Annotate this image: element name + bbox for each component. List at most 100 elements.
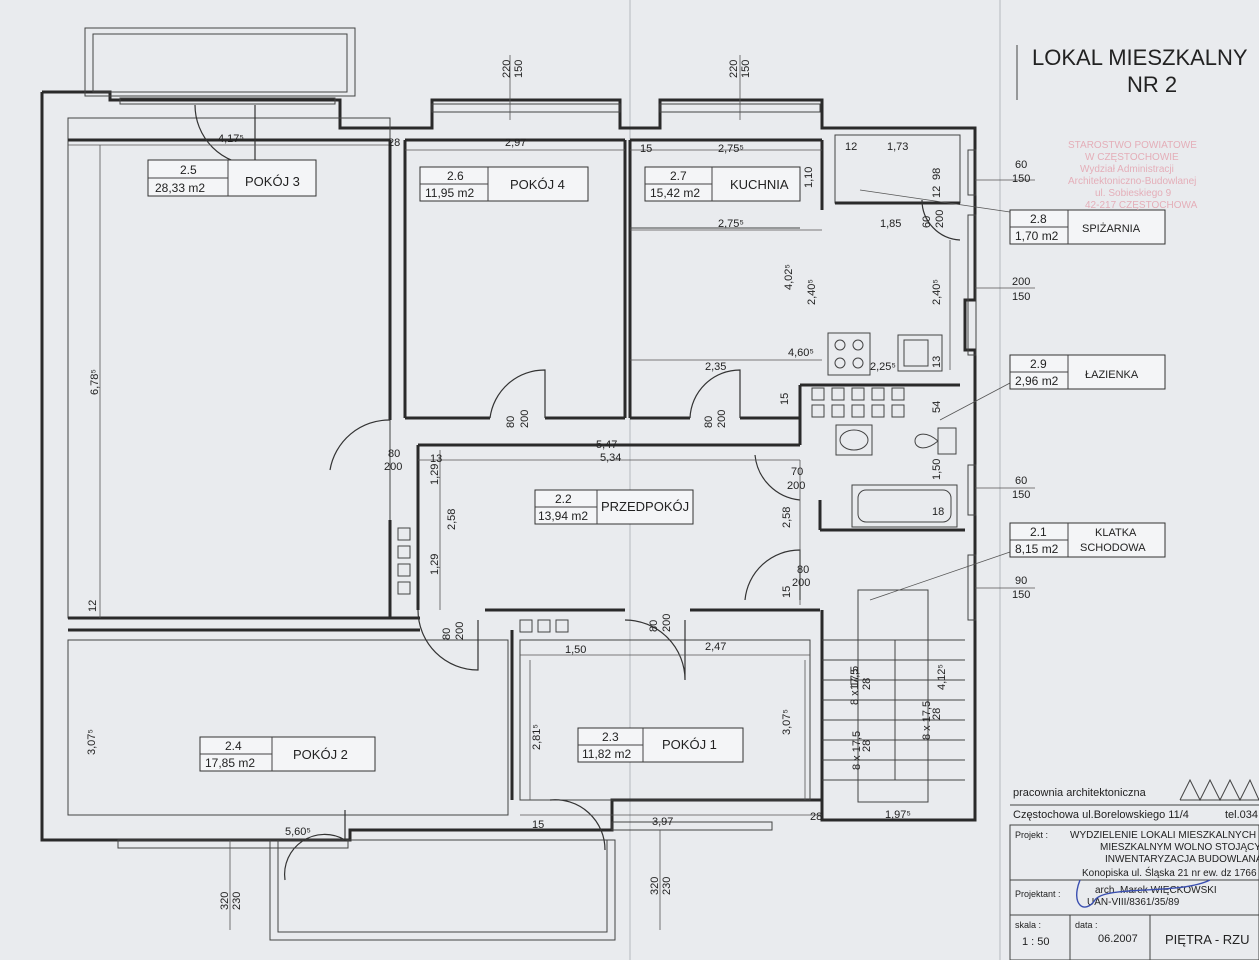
- dimension-label: 320: [219, 892, 231, 910]
- dimension-label: 17,5: [849, 669, 861, 690]
- dimension-label: 90: [1015, 575, 1027, 587]
- room-2-5-label: 2.5 28,33 m2 POKÓJ 3: [147, 159, 317, 197]
- dimension-label: 200: [787, 480, 805, 492]
- room-num: 2.2: [555, 492, 572, 506]
- dimension-label: 230: [661, 877, 673, 895]
- dimension-label: 15: [532, 819, 544, 831]
- dimension-label: 1,29: [429, 464, 441, 485]
- room-num: 2.4: [225, 739, 242, 753]
- room-num: 2.1: [1030, 525, 1047, 539]
- walls: [40, 27, 977, 941]
- dimension-label: 06.2007: [1098, 933, 1138, 945]
- dimension-label: 3,97: [652, 816, 673, 828]
- dimension-label: 60: [1015, 475, 1027, 487]
- dimension-label: 1 : 50: [1022, 936, 1050, 948]
- room-name: POKÓJ 4: [510, 177, 565, 192]
- dimension-label: 42-217 CZĘSTOCHOWA: [1085, 200, 1198, 211]
- room-area: 11,82 m2: [582, 747, 631, 761]
- dimension-label: W CZĘSTOCHOWIE: [1085, 152, 1179, 163]
- dimension-label: STAROSTWO POWIATOWE: [1068, 140, 1197, 151]
- dimension-label: 200: [1012, 276, 1030, 288]
- dimension-label: 80: [388, 448, 400, 460]
- title-line-1: LOKAL MIESZKALNY: [1032, 45, 1248, 70]
- room-name: PRZEDPOKÓJ: [601, 499, 689, 514]
- official-stamp: STAROSTWO POWIATOWE W CZĘSTOCHOWIE Wydzi…: [1068, 140, 1198, 211]
- dimension-label: Projektant :: [1015, 889, 1061, 899]
- dimension-label: ul. Sobieskiego 9: [1095, 188, 1172, 199]
- dimension-label: 12: [845, 141, 857, 153]
- dimension-label: Projekt :: [1015, 830, 1048, 840]
- room-name: POKÓJ 2: [293, 747, 348, 762]
- room-num: 2.8: [1030, 212, 1047, 226]
- room-2-2-label: 2.2 13,94 m2 PRZEDPOKÓJ: [534, 489, 694, 525]
- room-2-6-label: 2.6 11,95 m2 POKÓJ 4: [419, 166, 589, 202]
- dimension-label: 70: [791, 466, 803, 478]
- dimension-label: 2,47: [705, 641, 726, 653]
- dimension-label: 12: [931, 186, 943, 198]
- dimension-label: 54: [931, 401, 943, 413]
- dimension-label: 8 x 17,5: [851, 731, 863, 770]
- firm-tel: tel.034: [1225, 809, 1258, 821]
- dimension-label: 1,97⁵: [885, 809, 911, 821]
- dimension-label: 5,47: [596, 439, 617, 451]
- dimension-label: 230: [231, 892, 243, 910]
- dimension-label: 5,34: [600, 452, 621, 464]
- firm-logo-icon: [1179, 778, 1259, 802]
- dimension-label: 80: [703, 416, 715, 428]
- room-name: KLATKA: [1095, 527, 1137, 539]
- dimension-label: 4,02⁵: [783, 264, 795, 290]
- dimension-label: 1,85: [880, 218, 901, 230]
- dimension-label: 320: [649, 877, 661, 895]
- dimension-label: 2,75⁵: [718, 218, 744, 230]
- room-area: 11,95 m2: [425, 186, 474, 200]
- dimension-lines: [68, 55, 1035, 930]
- stove-icon: [827, 332, 871, 376]
- opening-dimensions: 220 150 220 150 60 150 200 150 60 150 90…: [219, 60, 1030, 910]
- room-2-1-label: 2.1 8,15 m2 KLATKA SCHODOWA: [1009, 522, 1166, 558]
- dimension-label: PIĘTRA - RZU: [1165, 932, 1250, 947]
- dimension-label: 1,29: [429, 554, 441, 575]
- dimension-label: 28: [388, 137, 400, 149]
- dimension-label: 80: [441, 628, 453, 640]
- room-labels: 2.5 28,33 m2 POKÓJ 3 2.6 11,95 m2 POKÓJ …: [147, 159, 1166, 772]
- dimension-label: 28: [861, 678, 873, 690]
- dimension-label: 150: [1012, 291, 1030, 303]
- dimension-label: 2,81⁵: [531, 724, 543, 750]
- dimension-label: Wydział Administracji: [1080, 164, 1174, 175]
- room-area: 17,85 m2: [205, 756, 255, 770]
- dimension-label: 2,58: [446, 509, 458, 530]
- dimension-label: 60: [1015, 159, 1027, 171]
- dimension-label: 150: [513, 60, 525, 78]
- dimension-label: 200: [519, 410, 531, 428]
- dimension-label: 200: [934, 210, 946, 228]
- dimension-label: 200: [454, 622, 466, 640]
- dimension-label: 12: [87, 600, 99, 612]
- room-num: 2.3: [602, 730, 619, 744]
- dimension-texts: 4,17⁵ 28 2,97 15 2,75⁵ 12 1,73 1,10 98 1…: [86, 133, 948, 838]
- room-num: 2.6: [447, 169, 464, 183]
- room-2-7-label: 2.7 15,42 m2 KUCHNIA: [644, 166, 801, 202]
- dimension-label: WYDZIELENIE LOKALI MIESZKALNYCH W B: [1070, 830, 1259, 841]
- room-name: ŁAZIENKA: [1085, 369, 1139, 381]
- dimension-label: 13: [931, 356, 943, 368]
- dimension-label: skala :: [1015, 920, 1041, 930]
- dimension-label: 15: [779, 393, 791, 405]
- dimension-label: 2,40⁵: [931, 279, 943, 305]
- signature: [1076, 879, 1211, 908]
- stair-treads: [822, 639, 965, 781]
- dimension-label: data :: [1075, 920, 1098, 930]
- dimension-label: 2,97: [505, 137, 526, 149]
- room-num: 2.7: [670, 169, 687, 183]
- room-2-4-label: 2.4 17,85 m2 POKÓJ 2: [199, 736, 376, 772]
- dimension-label: 1,50: [565, 644, 586, 656]
- dimension-label: 5,60⁵: [285, 826, 311, 838]
- dimension-label: 15: [640, 143, 652, 155]
- room-num: 2.9: [1030, 357, 1047, 371]
- room-name-2: SCHODOWA: [1080, 542, 1146, 554]
- dimension-label: 98: [931, 168, 943, 180]
- toilet-icon: [914, 427, 957, 455]
- dimension-label: 150: [740, 60, 752, 78]
- dimension-label: INWENTARYZACJA BUDOWLANA: [1105, 854, 1259, 865]
- bathtub-icon: [851, 484, 958, 528]
- firm-name: pracownia architektoniczna: [1013, 787, 1147, 799]
